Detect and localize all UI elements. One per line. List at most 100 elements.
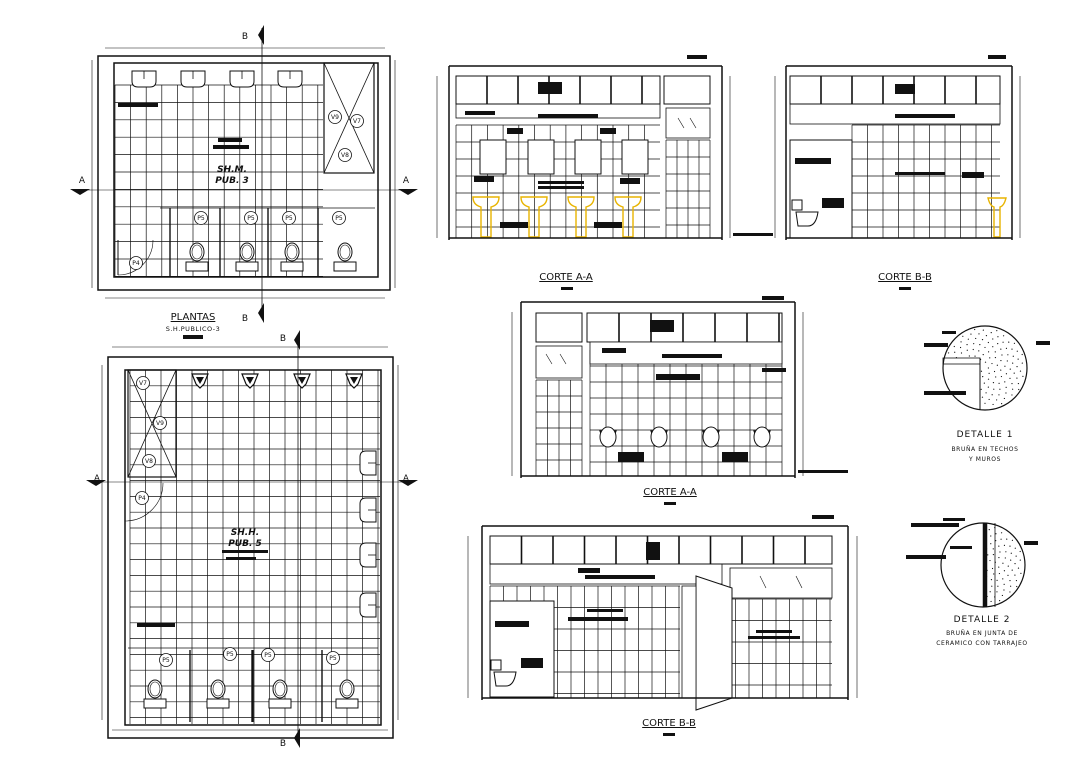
concrete-stipple: [960, 341, 962, 343]
section-arrow-icon: [294, 330, 300, 350]
concrete-stipple: [990, 535, 992, 537]
interior-wall: [113, 62, 379, 278]
toilet-icon: [795, 211, 819, 227]
concrete-stipple: [984, 361, 987, 363]
annotation-label-block: [911, 523, 959, 527]
section-arrow-icon: [258, 25, 264, 45]
tag-label: V7: [353, 118, 361, 125]
concrete-stipple: [998, 556, 1000, 559]
toilet-tank-icon: [185, 261, 209, 272]
annotation-label-block: [950, 546, 972, 549]
concrete-stipple: [992, 338, 994, 340]
tag-circle: [338, 148, 352, 162]
annotation-label-block: [942, 331, 956, 334]
concrete-stipple: [1011, 569, 1013, 571]
concrete-stipple: [1005, 386, 1007, 388]
ceiling-band: [535, 312, 583, 343]
tag-circle: [136, 376, 150, 390]
concrete-stipple: [966, 349, 968, 351]
concrete-stipple: [980, 388, 982, 390]
concrete-stipple: [1013, 342, 1016, 344]
concrete-stipple: [1015, 555, 1017, 557]
scale-bar: [899, 287, 911, 290]
annotation-label-block: [924, 343, 948, 347]
room-name-lower: SH.H.: [231, 528, 259, 538]
concrete-stipple: [993, 388, 995, 390]
tag-circle: [223, 647, 237, 661]
section-b-b-lower: [467, 515, 858, 711]
concrete-stipple: [987, 351, 990, 353]
concrete-stipple: [1003, 583, 1005, 585]
concrete-stipple: [1012, 355, 1014, 357]
concrete-stipple: [973, 343, 975, 345]
window: [535, 345, 583, 379]
glass-hatch: [795, 575, 803, 589]
tag-label: P5: [247, 215, 255, 222]
urinal-icon: [702, 426, 720, 448]
tag-label: P5: [329, 655, 337, 662]
concrete-stipple: [1003, 570, 1006, 572]
concrete-stipple: [1020, 572, 1022, 575]
toilet-tank-icon: [143, 698, 167, 709]
tag-label: P5: [226, 651, 234, 658]
scale-bar: [561, 287, 573, 290]
concrete-stipple: [985, 392, 987, 394]
tag-label: P4: [138, 495, 146, 502]
annotation-label-block: [222, 550, 268, 553]
section-arrow-icon: [398, 189, 418, 195]
detail2-caption-2: CERAMICO CON TARRAJEO: [936, 640, 1027, 647]
concrete-stipple: [981, 396, 984, 398]
section-mark-a-left-lower: A: [94, 474, 101, 484]
annotation-label-block: [762, 296, 784, 300]
concrete-stipple: [1006, 538, 1008, 540]
tag-label: V7: [139, 380, 147, 387]
tag-label: V9: [331, 114, 339, 121]
concrete-stipple: [990, 600, 992, 603]
concrete-stipple: [998, 572, 1001, 575]
concrete-stipple: [1009, 368, 1011, 370]
annotation-label-block: [226, 557, 256, 560]
annotation-label-block: [895, 114, 955, 118]
concrete-stipple: [1011, 394, 1013, 396]
beam: [789, 103, 1001, 125]
door-elevation: [695, 575, 733, 711]
tag-label: P5: [264, 652, 272, 659]
annotation-label-block: [895, 172, 945, 175]
tag-circle: [244, 211, 258, 225]
concrete-stipple: [1021, 353, 1023, 356]
detail2-caption-1: BRUÑA EN JUNTA DE: [946, 630, 1018, 637]
pedestal-sink-icon: [567, 196, 595, 238]
concrete-stipple: [1009, 377, 1011, 379]
annotation-label-block: [538, 186, 584, 189]
annotation-label-block: [756, 630, 792, 633]
concrete-stipple: [997, 336, 999, 338]
concrete-stipple: [997, 585, 999, 587]
concrete-stipple: [968, 355, 970, 357]
toilet-tank-icon: [333, 261, 357, 272]
concrete-stipple: [987, 378, 990, 380]
urinal-bowl: [196, 377, 204, 384]
window: [729, 567, 833, 599]
ceiling-band: [663, 75, 711, 105]
pedestal-sink-icon: [520, 196, 548, 238]
section-mark-b-bottom: B: [242, 314, 248, 324]
concrete-stipple: [985, 335, 988, 337]
shower-box: [127, 369, 177, 478]
annotation-label-block: [585, 575, 655, 579]
ceiling-band: [489, 535, 833, 565]
concrete-stipple: [1005, 551, 1007, 553]
concrete-stipple: [1016, 350, 1018, 352]
concrete-stipple: [984, 346, 986, 349]
window: [665, 107, 711, 139]
annotation-label-block: [650, 320, 674, 332]
concrete-stipple: [1001, 402, 1003, 405]
detail-circle: [942, 325, 1028, 411]
annotation-label-block: [137, 623, 175, 627]
toilet-tank-icon: [791, 199, 803, 211]
toilet-tank-icon: [490, 659, 502, 671]
concrete-stipple: [992, 403, 994, 406]
annotation-label-block: [662, 354, 722, 358]
concrete-stipple: [1004, 557, 1006, 559]
annotation-label-block: [895, 84, 915, 94]
concrete-stipple: [1017, 567, 1020, 569]
